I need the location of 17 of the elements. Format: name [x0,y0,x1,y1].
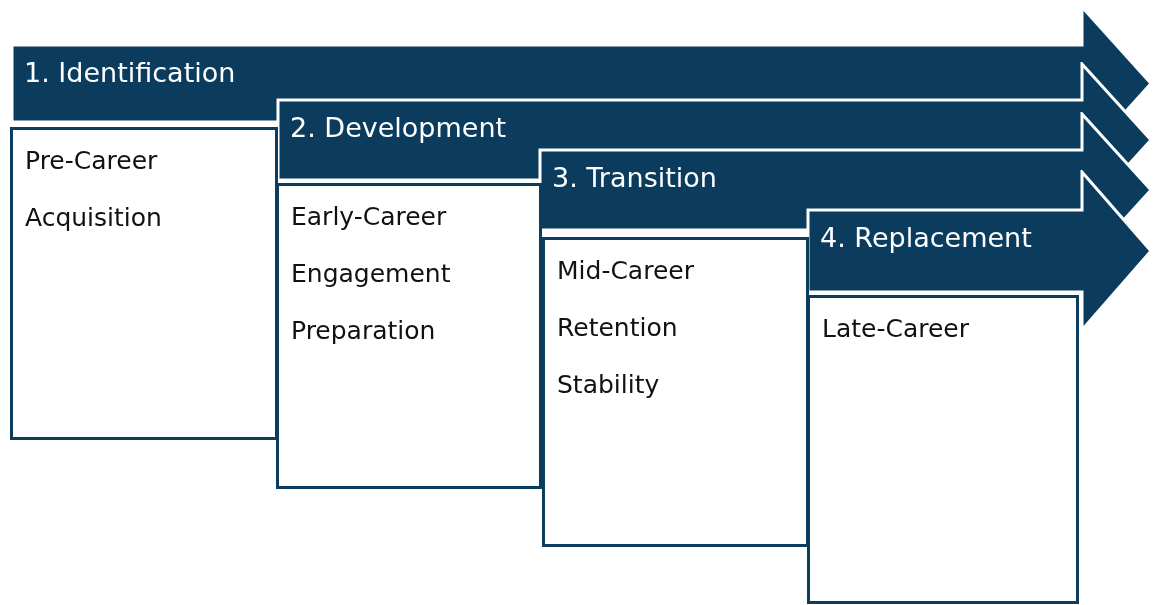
stage-item: Pre-Career [25,146,158,175]
stage-item: Late-Career [822,314,969,343]
stage-item: Stability [557,370,660,399]
stage-title: 1. Identification [24,57,236,88]
stage-title: 4. Replacement [820,222,1032,253]
stage-box [276,183,542,489]
stage-item: Acquisition [25,203,162,232]
stage-box [807,295,1079,604]
stage-item: Engagement [291,259,451,288]
stage-item: Mid-Career [557,256,694,285]
stage-title: 3. Transition [552,162,717,193]
stage-box [10,127,278,440]
stage-item: Early-Career [291,202,447,231]
stage-item: Retention [557,313,678,342]
stage-item: Preparation [291,316,436,345]
stage-box [542,237,809,547]
stage-title: 2. Development [290,112,507,143]
